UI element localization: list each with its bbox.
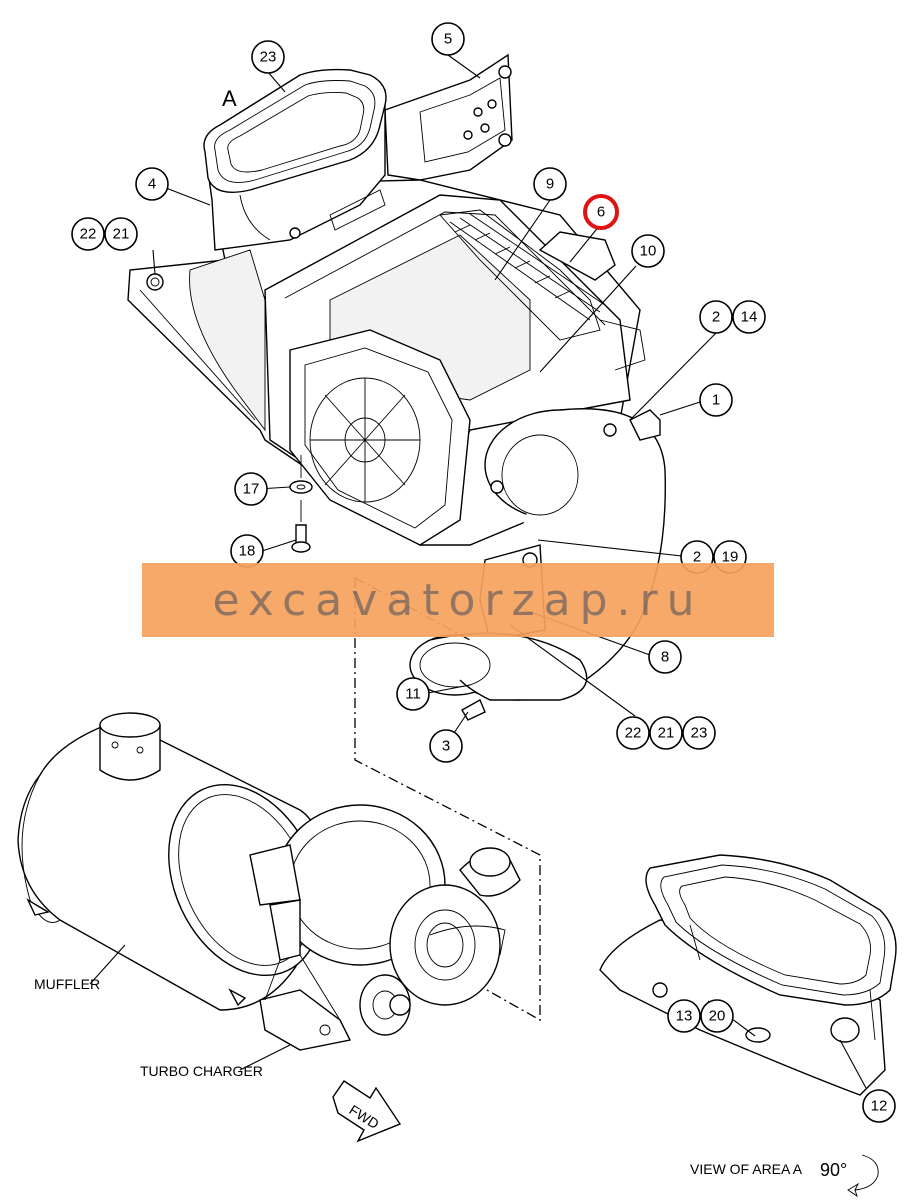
muffler-label: MUFFLER xyxy=(34,976,100,992)
turbo-charger-label: TURBO CHARGER xyxy=(140,1063,263,1079)
callout-16-label: 21 xyxy=(113,226,130,243)
callout-20: 20 xyxy=(700,999,734,1033)
callout-21: 21 xyxy=(649,716,683,750)
callout-14-label: 14 xyxy=(741,309,758,326)
watermark-banner: excavatorzap.ru xyxy=(142,563,774,637)
view-of-area-a-detail xyxy=(599,854,897,1096)
callout-20-label: 20 xyxy=(709,1008,726,1025)
callout-8: 8 xyxy=(648,640,682,674)
callout-12: 12 xyxy=(862,1089,896,1123)
callout-11-label: 11 xyxy=(405,686,421,703)
rotation-label: 90° xyxy=(820,1160,847,1180)
callout-6-label: 6 xyxy=(597,204,605,221)
callout-7-label: 23 xyxy=(260,49,277,66)
callout-18: 18 xyxy=(230,534,264,568)
callout-6-highlighted: 6 xyxy=(583,194,619,230)
callout-19-label: 19 xyxy=(722,549,739,566)
callout-8-label: 8 xyxy=(661,649,669,666)
leader-lines xyxy=(89,54,867,1089)
view-of-area-a-label: VIEW OF AREA A xyxy=(690,1161,803,1177)
fwd-arrow: FWD xyxy=(332,1080,402,1143)
callout-21-label: 21 xyxy=(658,725,675,742)
callout-13: 13 xyxy=(667,999,701,1033)
rotate-arrow-icon xyxy=(847,1154,879,1198)
callout-2-upper: 2 xyxy=(699,300,733,334)
fasteners xyxy=(289,455,313,553)
callout-2-upper-label: 2 xyxy=(712,309,720,326)
callout-16: 21 xyxy=(104,217,138,251)
callout-1-label: 1 xyxy=(712,392,720,409)
callout-2-lower-label: 2 xyxy=(693,549,701,566)
callout-4-label: 4 xyxy=(148,176,156,193)
callout-22-label: 22 xyxy=(625,725,642,742)
callout-17-label: 22 xyxy=(80,226,97,243)
callout-4: 4 xyxy=(135,167,169,201)
callout-14: 14 xyxy=(732,300,766,334)
callout-17: 22 xyxy=(71,217,105,251)
callout-15: 17 xyxy=(234,472,268,506)
callout-3-label: 3 xyxy=(442,738,450,755)
callout-12-label: 12 xyxy=(871,1098,888,1115)
callout-15-label: 17 xyxy=(243,481,260,498)
callout-1: 1 xyxy=(699,383,733,417)
callout-7: 23 xyxy=(251,40,285,74)
callout-13-label: 13 xyxy=(676,1008,693,1025)
callout-3: 3 xyxy=(429,729,463,763)
callout-11: 11 xyxy=(396,677,430,711)
callout-9-label: 9 xyxy=(546,176,554,193)
callout-22: 22 xyxy=(616,716,650,750)
callout-9: 9 xyxy=(533,167,567,201)
callout-10-label: 10 xyxy=(640,243,657,260)
callout-18-label: 18 xyxy=(239,543,256,560)
callout-23: 23 xyxy=(682,716,716,750)
muffler xyxy=(17,712,324,1011)
view-letter-a: A xyxy=(222,86,237,111)
callout-10: 10 xyxy=(631,234,665,268)
turbo-charger xyxy=(249,804,521,1051)
callout-23-label: 23 xyxy=(691,725,708,742)
callout-5: 5 xyxy=(431,22,465,56)
callout-5-label: 5 xyxy=(444,31,452,48)
